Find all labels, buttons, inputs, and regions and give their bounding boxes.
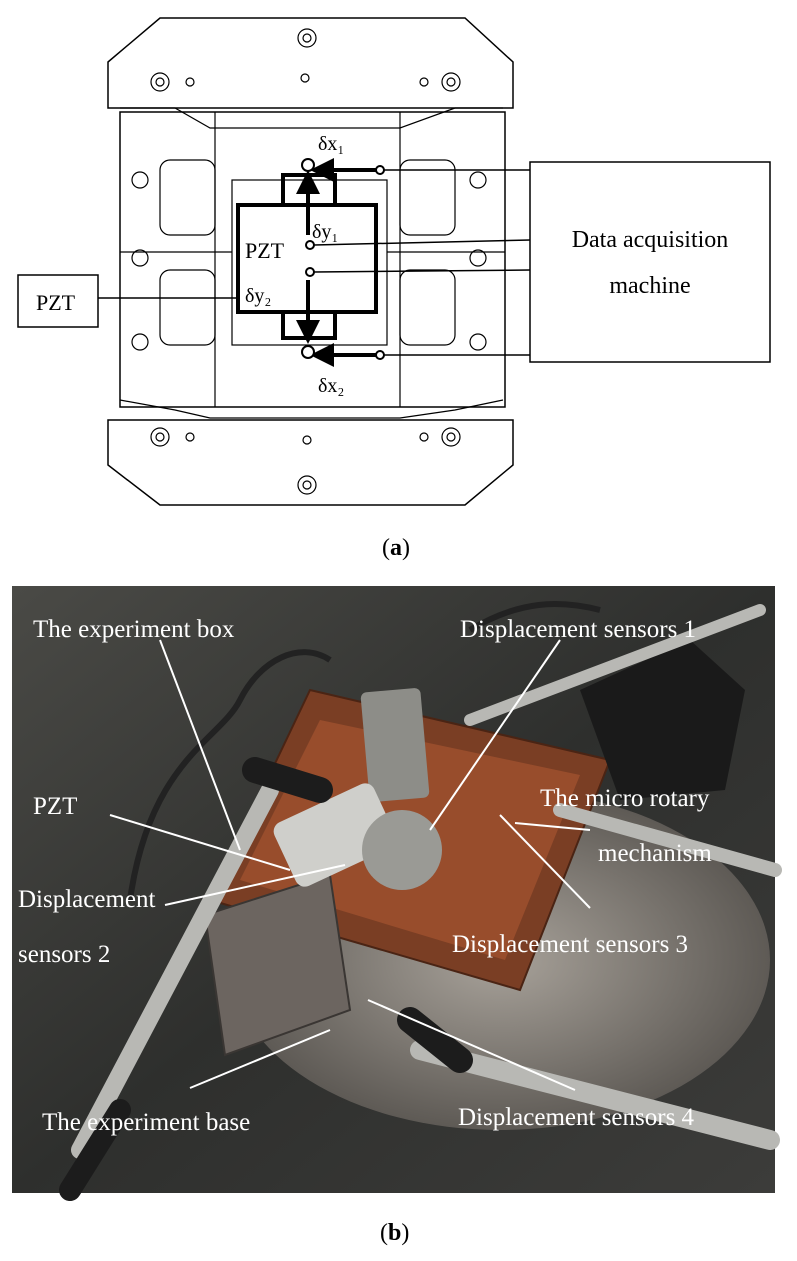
screw-hole bbox=[150, 427, 170, 447]
screw-hole bbox=[131, 249, 149, 267]
screw-hole bbox=[150, 72, 170, 92]
pzt-body bbox=[273, 783, 397, 887]
data-acquisition-box bbox=[529, 161, 771, 363]
screw-hole bbox=[131, 171, 149, 189]
sensor-point-x1 bbox=[301, 158, 315, 172]
stage-body bbox=[119, 111, 506, 408]
screw-hole bbox=[441, 72, 461, 92]
screw-hole bbox=[441, 427, 461, 447]
label-dy1: δy₁ bbox=[312, 221, 338, 243]
rod-bottom bbox=[410, 1040, 780, 1150]
bottom-clamp-plate bbox=[107, 419, 514, 506]
screw-hole bbox=[297, 475, 317, 495]
top-clamp-inner bbox=[120, 107, 503, 129]
rod-left bbox=[71, 781, 279, 1159]
label-pzt-inner: PZT bbox=[245, 238, 285, 263]
sensor-1-body bbox=[360, 688, 430, 802]
sensor-point-x2 bbox=[301, 345, 315, 359]
caption-a: (a) bbox=[382, 535, 410, 561]
bottom-clamp-inner bbox=[119, 399, 504, 419]
label-experiment-box: The experiment box bbox=[33, 616, 235, 643]
label-micro-rotary-2: mechanism bbox=[598, 840, 712, 867]
rod-right bbox=[553, 803, 782, 877]
caption-a-letter: a bbox=[390, 535, 402, 561]
label-sensor-2-line2: sensors 2 bbox=[18, 941, 110, 968]
label-dy2: δy₂ bbox=[245, 285, 271, 307]
screw-hole bbox=[131, 333, 149, 351]
top-clamp-plate bbox=[107, 17, 514, 109]
label-sensor-3: Displacement sensors 3 bbox=[452, 931, 688, 958]
caption-b: (b) bbox=[380, 1220, 410, 1246]
label-pzt-photo: PZT bbox=[33, 793, 77, 820]
screw-hole bbox=[469, 171, 487, 189]
screw-hole bbox=[469, 249, 487, 267]
label-micro-rotary-1: The micro rotary bbox=[540, 785, 710, 812]
label-experiment-base: The experiment base bbox=[42, 1109, 250, 1136]
pzt-label-box bbox=[17, 274, 99, 328]
caption-b-letter: b bbox=[388, 1220, 402, 1246]
label-dx1: δx₁ bbox=[318, 133, 344, 155]
label-sensor-4: Displacement sensors 4 bbox=[458, 1104, 695, 1131]
label-data-acquisition-2: machine bbox=[609, 273, 690, 299]
label-sensor-2-line1: Displacement bbox=[18, 886, 156, 913]
figure-a-diagram: δx₁ δy₁ PZT δy₂ δx₂ PZT Data acquisition… bbox=[17, 17, 771, 506]
screw-hole bbox=[469, 333, 487, 351]
pzt-cylinder bbox=[362, 810, 442, 890]
label-sensor-1: Displacement sensors 1 bbox=[460, 616, 696, 643]
micro-rotary-box bbox=[580, 640, 745, 800]
label-dx2: δx₂ bbox=[318, 375, 344, 397]
label-data-acquisition-1: Data acquisition bbox=[572, 227, 729, 253]
label-pzt-box: PZT bbox=[36, 290, 76, 315]
stage-block bbox=[203, 873, 352, 1057]
screw-hole bbox=[297, 28, 317, 48]
